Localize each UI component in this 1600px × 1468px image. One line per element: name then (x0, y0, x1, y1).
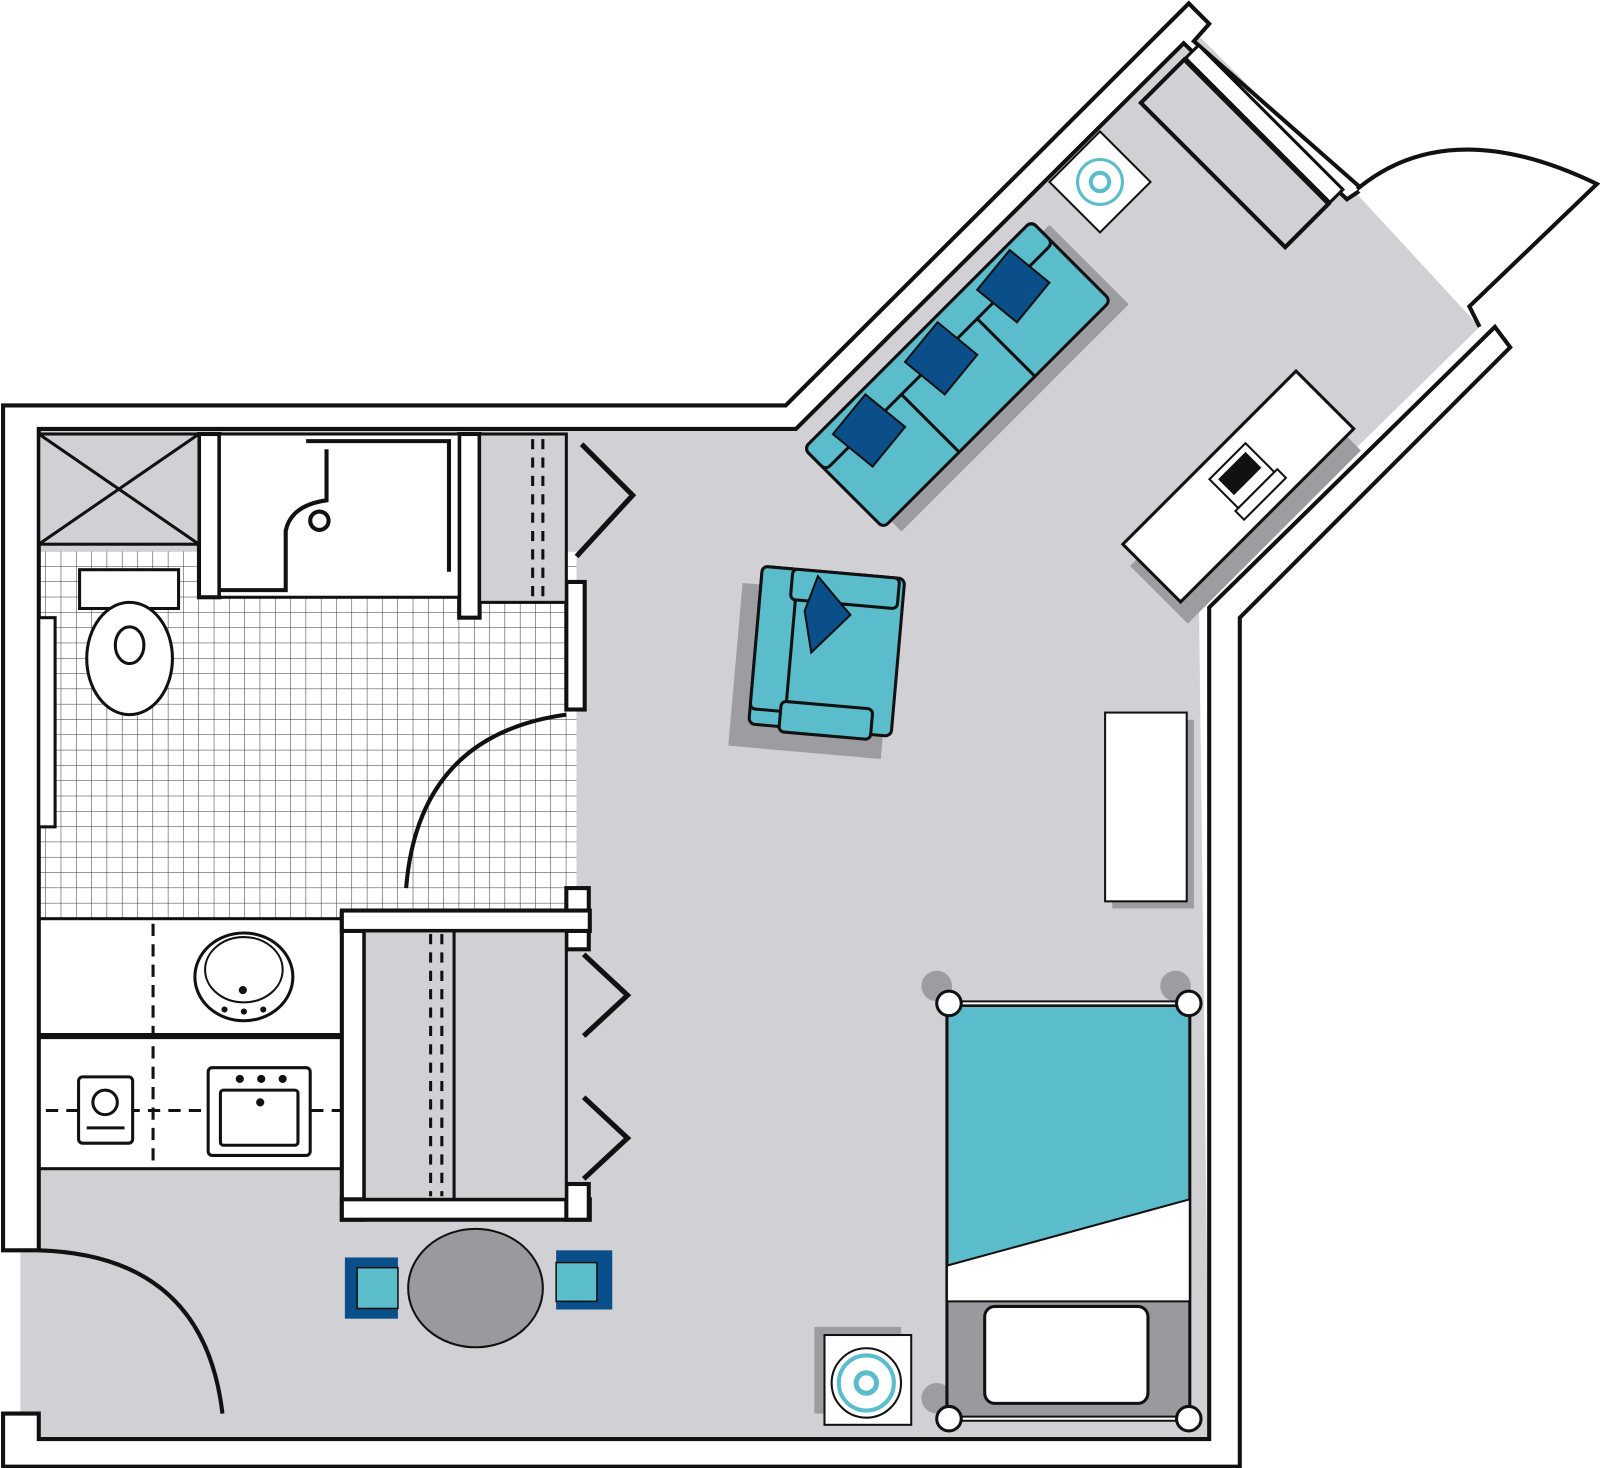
lamp-icon (1076, 157, 1124, 206)
pillow (831, 392, 907, 469)
toilet (78, 568, 181, 717)
bed-pillow (983, 1304, 1150, 1405)
desk (1120, 368, 1361, 624)
towel-bar (37, 616, 57, 829)
laptop-icon (1207, 441, 1288, 522)
entry-door[interactable] (38, 1248, 225, 1414)
pillow (803, 574, 852, 655)
bed (921, 970, 1203, 1433)
lamp-table-top (1048, 130, 1152, 234)
pillow (975, 248, 1051, 324)
sofa (805, 222, 1129, 532)
chair-left (344, 1257, 399, 1319)
wardrobe-door-top[interactable] (581, 952, 632, 1038)
lamp-icon (830, 1347, 903, 1419)
closet-door-small[interactable] (574, 442, 637, 559)
kitchen-sink (206, 1066, 312, 1157)
window-bench (1138, 42, 1346, 251)
armchair (728, 565, 906, 759)
folded-sheet (945, 1197, 1191, 1303)
closet-small (478, 432, 568, 604)
dresser (1104, 711, 1188, 903)
bathroom-door[interactable] (404, 712, 567, 889)
interior-walls (196, 431, 592, 1222)
stove (77, 1075, 135, 1145)
bathroom-sink (193, 931, 295, 1023)
pillow (903, 320, 979, 396)
chair-right (555, 1250, 613, 1310)
nightstand (814, 1326, 913, 1426)
shower (217, 432, 461, 599)
balcony-door[interactable] (1355, 147, 1600, 328)
wardrobe (362, 929, 568, 1201)
wardrobe-door-bottom[interactable] (581, 1095, 632, 1181)
dining-table (407, 1227, 544, 1349)
